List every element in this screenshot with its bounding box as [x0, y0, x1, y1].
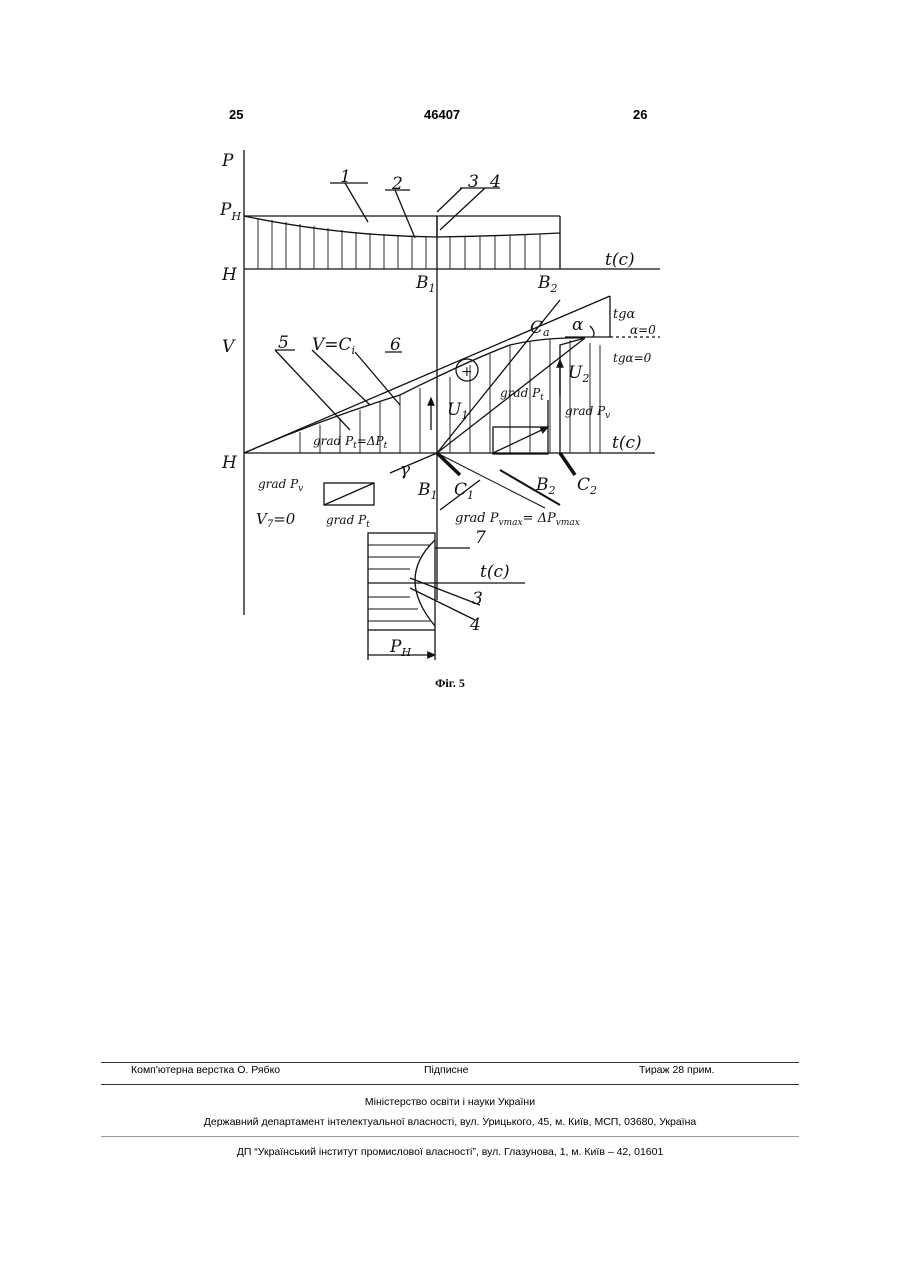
label-3: 3: [468, 172, 479, 192]
u1-sub: 1: [461, 409, 468, 422]
department-line: Державний департамент інтелектуальної вл…: [0, 1116, 900, 1128]
grad-eq-rest-sub: t: [384, 441, 388, 451]
pressure-curve: [244, 216, 560, 237]
grad-pt-top-label: grad P: [500, 386, 541, 400]
svg-text:C1: C1: [454, 480, 474, 502]
svg-text:PH: PH: [389, 637, 411, 659]
tg-alpha-zero-label: tgα=0: [613, 351, 652, 365]
label-4-bottom: 4: [469, 615, 481, 635]
svg-text:V=Ci: V=Ci: [312, 335, 355, 357]
svg-text:grad Pt: grad Pt: [500, 386, 544, 403]
c1-sub: 1: [467, 489, 474, 502]
svg-text:grad Pvmax= ΔPvmax: grad Pvmax= ΔPvmax: [455, 511, 580, 528]
figure-5-diagram: P PH H V H t(c) t(c) t(c) B1 B2 1 2 3 4 …: [0, 0, 900, 700]
b1-top-label: B: [415, 273, 429, 293]
b2-top-label: B: [537, 273, 551, 293]
grad-pt-top-sub: t: [540, 393, 544, 403]
h-top-label: H: [221, 265, 238, 285]
figure-caption: Фіг. 5: [0, 676, 900, 691]
layout-credit: Комп'ютерна верстка О. Рябко: [131, 1064, 280, 1076]
svg-text:V7=0: V7=0: [256, 510, 296, 530]
b2-mid-sub: 2: [548, 484, 556, 497]
label-4: 4: [489, 172, 501, 192]
v-axis-label: V: [222, 337, 236, 357]
footer-rule-bottom: [101, 1136, 799, 1137]
ca-sub: a: [543, 326, 550, 339]
label-3-bottom: 3: [472, 589, 483, 609]
ph-bottom-sub: H: [400, 646, 411, 659]
bottom-pressure-box: [368, 533, 435, 630]
grad-max-rest: = ΔP: [523, 511, 556, 526]
grad-pt-left-sub: t: [366, 520, 370, 530]
u1-label: U: [447, 400, 462, 420]
v-ci-sub: i: [352, 344, 356, 357]
t-mid-label: t(c): [612, 433, 642, 453]
label-2: 2: [391, 174, 403, 194]
grad-pv-left-sub: v: [298, 484, 303, 494]
u2-sub: 2: [581, 372, 589, 385]
grad-eq-rest: =ΔP: [357, 434, 385, 448]
alpha-zero-label: α=0: [630, 323, 656, 337]
grad-pv-left-label: grad P: [258, 477, 299, 491]
grad-pv-right-label: grad P: [565, 404, 606, 418]
svg-text:B2: B2: [537, 273, 558, 295]
alpha-label: α: [572, 315, 584, 335]
v7-rest: =0: [273, 510, 296, 528]
ph-label: P: [219, 200, 232, 220]
svg-text:U1: U1: [447, 400, 468, 422]
ph-bottom-label: P: [389, 637, 402, 657]
svg-text:Ca: Ca: [530, 318, 550, 339]
label-6: 6: [390, 335, 401, 355]
b2-mid-label: B: [535, 475, 549, 495]
c2-label: C: [577, 475, 590, 495]
ca-label: C: [530, 318, 543, 338]
b1-top-sub: 1: [429, 282, 436, 295]
t-top-label: t(c): [605, 250, 635, 270]
grad-pt-left-label: grad P: [326, 513, 367, 527]
b1-mid-label: B: [417, 480, 431, 500]
b1-mid-sub: 1: [431, 489, 438, 502]
grad-eq-label: grad P: [313, 434, 354, 448]
svg-text:B2: B2: [535, 475, 556, 497]
label-7: 7: [475, 528, 486, 548]
tg-alpha-label: tgα: [613, 307, 636, 322]
p-axis-label: P: [221, 151, 234, 171]
v-ci-line: [244, 296, 610, 453]
b2-top-sub: 2: [550, 282, 558, 295]
svg-text:B1: B1: [415, 273, 436, 295]
footer-rule-top: [101, 1062, 799, 1063]
subscription-note: Підписне: [424, 1064, 468, 1076]
ministry-line: Міністерство освіти і науки України: [0, 1096, 900, 1108]
svg-text:C2: C2: [577, 475, 597, 497]
grad-max-label: grad P: [455, 511, 499, 526]
t-bottom-label: t(c): [480, 562, 510, 582]
h-mid-label: H: [221, 453, 238, 473]
svg-text:grad Pv: grad Pv: [565, 404, 610, 421]
svg-text:B1: B1: [417, 480, 438, 502]
plus-sign: +: [461, 364, 473, 380]
svg-text:grad Pt=ΔPt: grad Pt=ΔPt: [313, 434, 388, 451]
c1-label: C: [454, 480, 467, 500]
grad-pv-right-sub: v: [605, 411, 610, 421]
svg-text:grad Pv: grad Pv: [258, 477, 303, 494]
svg-text:U2: U2: [568, 363, 589, 385]
print-run: Тираж 28 прим.: [639, 1064, 715, 1076]
gamma-label: γ: [400, 460, 411, 480]
grad-max-sub: vmax: [499, 518, 523, 528]
ph-label-sub: H: [230, 210, 241, 223]
v-ci-label: V=C: [312, 335, 352, 355]
institute-line: ДП “Український інститут промислової вла…: [0, 1146, 900, 1158]
grad-max-rest-sub: vmax: [556, 518, 580, 528]
label-5: 5: [278, 333, 289, 353]
svg-text:grad Pt: grad Pt: [326, 513, 370, 530]
footer-rule-mid: [101, 1084, 799, 1085]
u2-label: U: [568, 363, 583, 383]
c2-sub: 2: [589, 484, 597, 497]
svg-text:PH: PH: [219, 200, 241, 223]
label-1: 1: [340, 167, 351, 187]
